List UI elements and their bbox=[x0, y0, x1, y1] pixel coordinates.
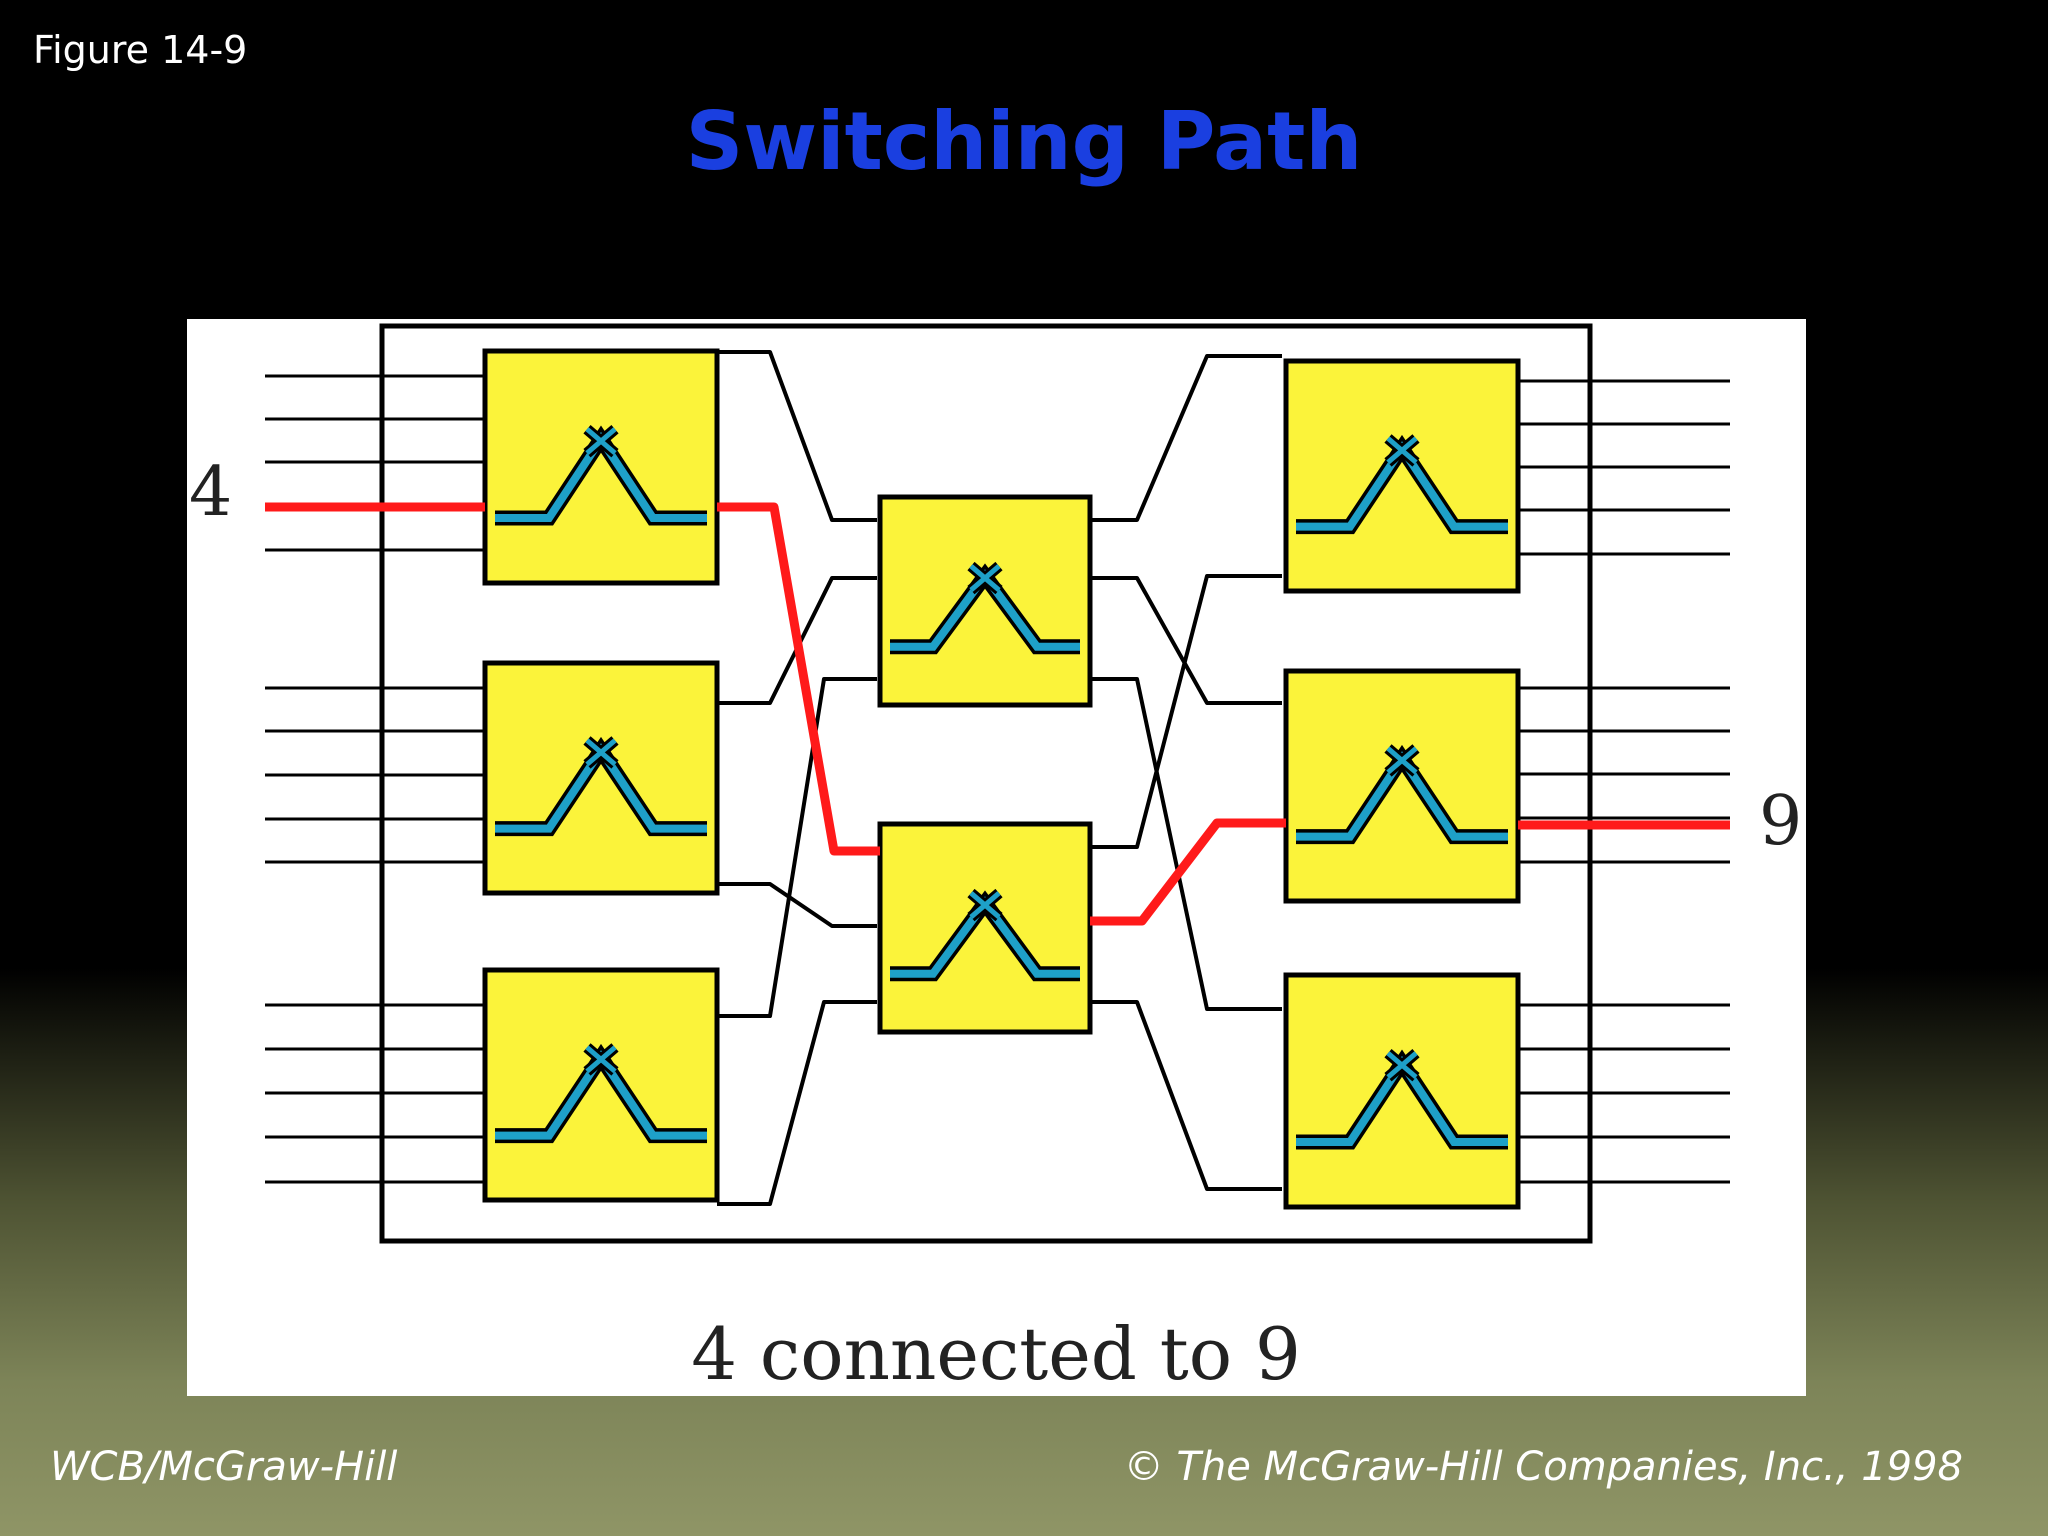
interconnect-line bbox=[717, 882, 877, 928]
interconnect-line bbox=[717, 350, 877, 522]
switch-frame bbox=[379, 323, 1593, 1244]
switch-module bbox=[877, 494, 1093, 708]
highlight-mid bbox=[717, 502, 880, 856]
footer-copyright: © The McGraw-Hill Companies, Inc., 1998 bbox=[1123, 1444, 1963, 1490]
figure-label: Figure 14-9 bbox=[33, 28, 248, 72]
switching-diagram: 4 9 4 connected to 9 bbox=[187, 319, 1806, 1396]
output-label: 9 bbox=[1759, 782, 1802, 861]
switch-module bbox=[1283, 358, 1521, 594]
slide-title: Switching Path bbox=[685, 95, 1363, 188]
switch-module bbox=[482, 348, 720, 586]
interconnect-line bbox=[1090, 574, 1282, 849]
interconnect-line bbox=[1090, 1000, 1282, 1191]
footer-publisher: WCB/McGraw-Hill bbox=[50, 1444, 398, 1490]
interconnect-line bbox=[1090, 677, 1282, 1011]
switch-module bbox=[1283, 972, 1521, 1210]
diagram-caption: 4 connected to 9 bbox=[691, 1312, 1301, 1396]
interconnect-line bbox=[1090, 354, 1282, 522]
interconnect-line bbox=[717, 1000, 877, 1206]
switch-module bbox=[1283, 668, 1521, 904]
switch-module bbox=[482, 967, 720, 1203]
switch-module bbox=[482, 660, 720, 896]
highlight-out bbox=[1090, 818, 1286, 926]
input-label: 4 bbox=[189, 453, 232, 532]
switch-module bbox=[877, 821, 1093, 1035]
interconnect-line bbox=[1090, 576, 1282, 705]
interconnect-line bbox=[717, 677, 877, 1018]
